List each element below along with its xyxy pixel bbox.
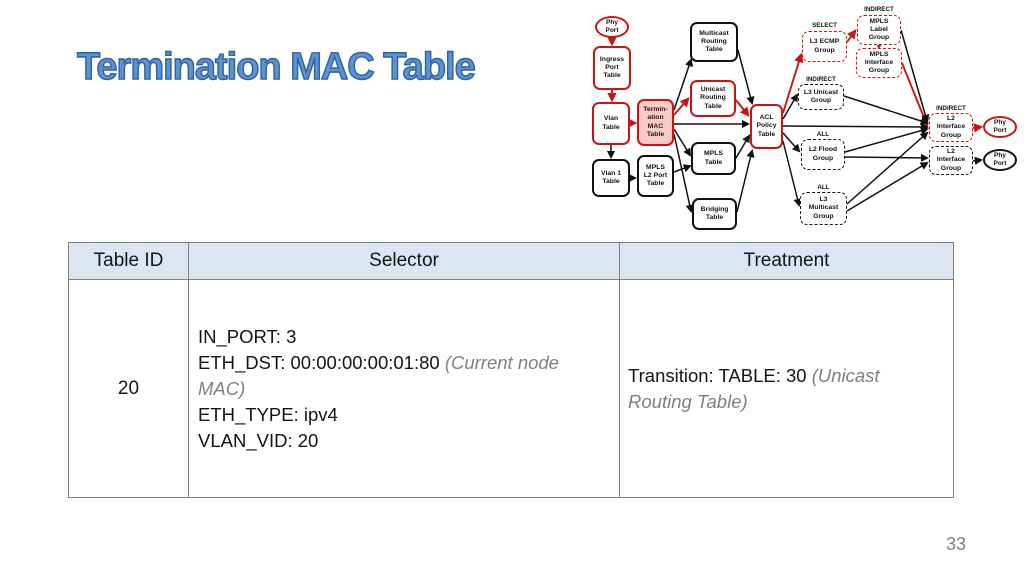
label-select: SELECT (812, 22, 837, 29)
selector-line-eth-dst: ETH_DST: 00:00:00:00:01:80 (Current node… (198, 350, 597, 402)
node-l2-interface-group-red: L2 Interface Group (929, 113, 973, 142)
node-l3-ecmp-group: L3 ECMP Group (802, 31, 847, 62)
node-termination-mac-table: Termin- ation MAC Table (637, 99, 674, 146)
table-header-row: Table ID Selector Treatment (68, 242, 954, 280)
page-title: Termination MAC Table (76, 45, 476, 88)
table-row: 20 IN_PORT: 3 ETH_DST: 00:00:00:00:01:80… (68, 279, 954, 498)
label-all-l2-flood: ALL (816, 131, 830, 138)
cell-treatment: Transition: TABLE: 30 (Unicast Routing T… (619, 279, 954, 498)
node-mpls-interface-group: MPLS Interface Group (856, 48, 902, 78)
node-ingress-port-table: Ingress Port Table (593, 46, 631, 90)
node-l2-interface-group: L2 Interface Group (929, 146, 973, 175)
node-mpls-table: MPLS Table (691, 142, 736, 175)
cell-selector: IN_PORT: 3 ETH_DST: 00:00:00:00:01:80 (C… (188, 279, 620, 498)
col-header-table-id: Table ID (68, 242, 189, 280)
node-vlan-1-table: Vlan 1 Table (592, 159, 630, 197)
col-header-treatment: Treatment (619, 242, 954, 280)
col-header-selector: Selector (188, 242, 620, 280)
selector-line-vlan-vid: VLAN_VID: 20 (198, 428, 597, 454)
node-phy-port-in: Phy Port (595, 16, 629, 38)
diagram-edges (606, 29, 984, 214)
selector-eth-dst-note: (Current node MAC) (198, 351, 559, 399)
selector-line-in-port: IN_PORT: 3 (198, 324, 597, 350)
node-unicast-routing-table: Unicast Routing Table (690, 80, 736, 117)
selector-eth-type: ETH_TYPE: ipv4 (198, 403, 338, 425)
node-vlan-table: Vlan Table (592, 102, 630, 145)
pipeline-diagram: Phy Port Ingress Port Table Vlan Table V… (580, 0, 1024, 240)
node-acl-policy-table: ACL Policy Table (750, 104, 783, 149)
node-l2-flood-group: L2 Flood Group (801, 139, 845, 170)
node-mpls-label-group: MPLS Label Group (857, 15, 901, 45)
selector-line-eth-type: ETH_TYPE: ipv4 (198, 402, 597, 428)
node-l3-unicast-group: L3 Unicast Group (798, 84, 844, 110)
node-phy-port-out-red: Phy Port (983, 116, 1017, 138)
node-phy-port-out: Phy Port (983, 149, 1017, 171)
label-indirect-l2-interface: INDIRECT (936, 105, 966, 112)
treatment-note: (Unicast Routing Table) (628, 364, 880, 412)
selector-eth-dst: ETH_DST: 00:00:00:00:01:80 (198, 351, 440, 373)
treatment-main: Transition: TABLE: 30 (628, 364, 807, 386)
node-mpls-l2-port-table: MPLS L2 Port Table (637, 155, 674, 197)
selector-in-port: IN_PORT: 3 (198, 325, 297, 347)
node-l3-multicast-group: L3 Multicast Group (800, 192, 847, 225)
label-all-l3-multicast: ALL (817, 184, 830, 191)
selector-vlan-vid: VLAN_VID: 20 (198, 429, 319, 451)
flow-table: Table ID Selector Treatment 20 IN_PORT: … (68, 242, 954, 498)
label-indirect-l3-unicast: INDIRECT (806, 76, 836, 83)
node-multicast-routing-table: Multicast Routing Table (690, 22, 738, 62)
page-number: 33 (945, 534, 967, 554)
cell-table-id: 20 (68, 279, 189, 498)
label-indirect-mpls-label: INDIRECT (864, 6, 894, 13)
node-bridging-table: Bridging Table (692, 198, 737, 230)
